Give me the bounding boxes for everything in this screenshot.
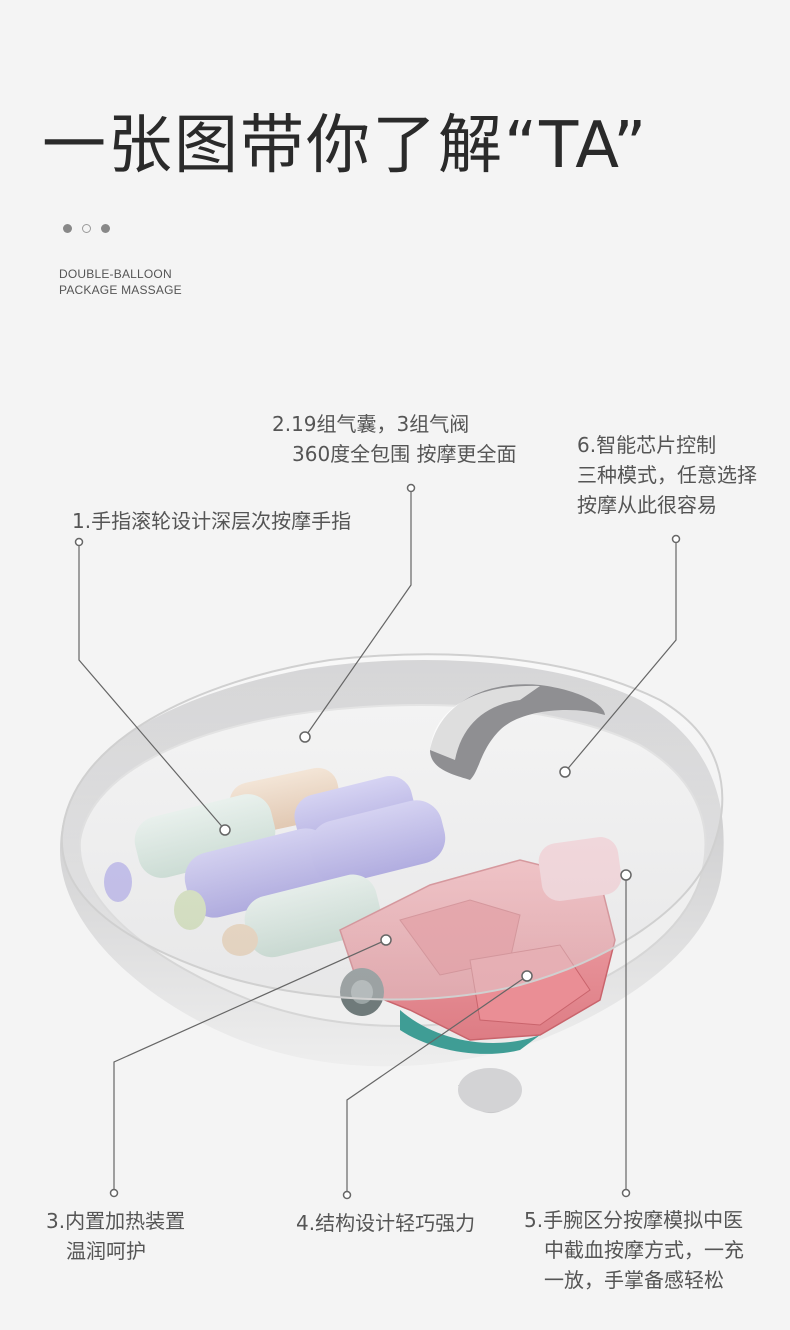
callout-line: 4.结构设计轻巧强力 bbox=[296, 1211, 476, 1235]
target-dot bbox=[219, 824, 231, 836]
page-indicator bbox=[63, 224, 110, 233]
callout-line: 一放，手掌备感轻松 bbox=[544, 1268, 724, 1292]
leader-line bbox=[78, 542, 226, 831]
leader-dot bbox=[342, 1190, 352, 1200]
leader-line bbox=[564, 539, 677, 773]
leader-line bbox=[113, 939, 387, 1193]
transparent-lid bbox=[60, 653, 724, 1001]
callout-line: 温润呵护 bbox=[66, 1239, 146, 1263]
target-dot bbox=[559, 766, 571, 778]
leader-dot bbox=[406, 483, 416, 493]
indicator-dot bbox=[101, 224, 110, 233]
page-title: 一张图带你了解“TA” bbox=[42, 109, 649, 183]
callout-line: 1.手指滚轮设计深层次按摩手指 bbox=[72, 509, 352, 533]
subtitle: DOUBLE-BALLOON PACKAGE MASSAGE bbox=[59, 266, 182, 298]
callout-line: 6.智能芯片控制 bbox=[577, 433, 717, 457]
callout-heating: 3.内置加热装置 温润呵护 bbox=[46, 1206, 185, 1266]
leader-line bbox=[304, 488, 412, 738]
callout-airbags: 2.19组气囊，3组气阀 360度全包围 按摩更全面 bbox=[272, 409, 517, 469]
indicator-dot bbox=[63, 224, 72, 233]
callout-line: 360度全包围 按摩更全面 bbox=[292, 442, 517, 466]
leader-dot bbox=[671, 534, 681, 544]
leader-endpoints bbox=[74, 483, 681, 1200]
target-dot bbox=[380, 934, 392, 946]
indicator-dot bbox=[82, 224, 91, 233]
subtitle-line: DOUBLE-BALLOON bbox=[59, 267, 172, 281]
target-dot bbox=[620, 869, 632, 881]
subtitle-line: PACKAGE MASSAGE bbox=[59, 283, 182, 297]
callout-line: 三种模式，任意选择 bbox=[577, 463, 757, 487]
leader-dot bbox=[74, 537, 84, 547]
target-dot bbox=[521, 970, 533, 982]
target-dot bbox=[299, 731, 311, 743]
callout-finger-rollers: 1.手指滚轮设计深层次按摩手指 bbox=[72, 506, 351, 536]
callout-line: 5.手腕区分按摩模拟中医 bbox=[524, 1208, 744, 1232]
leader-lines bbox=[78, 488, 677, 1195]
callout-wrist-massage: 5.手腕区分按摩模拟中医 中截血按摩方式，一充 一放，手掌备感轻松 bbox=[524, 1205, 744, 1295]
callout-line: 中截血按摩方式，一充 bbox=[544, 1238, 744, 1262]
callout-line: 2.19组气囊，3组气阀 bbox=[272, 412, 470, 436]
leader-line bbox=[346, 975, 528, 1195]
callout-structure: 4.结构设计轻巧强力 bbox=[296, 1208, 475, 1238]
leader-dot bbox=[109, 1188, 119, 1198]
callout-line: 按摩从此很容易 bbox=[577, 493, 717, 517]
callout-smart-chip: 6.智能芯片控制 三种模式，任意选择 按摩从此很容易 bbox=[577, 430, 757, 520]
leader-dot bbox=[621, 1188, 631, 1198]
callout-line: 3.内置加热装置 bbox=[46, 1209, 186, 1233]
